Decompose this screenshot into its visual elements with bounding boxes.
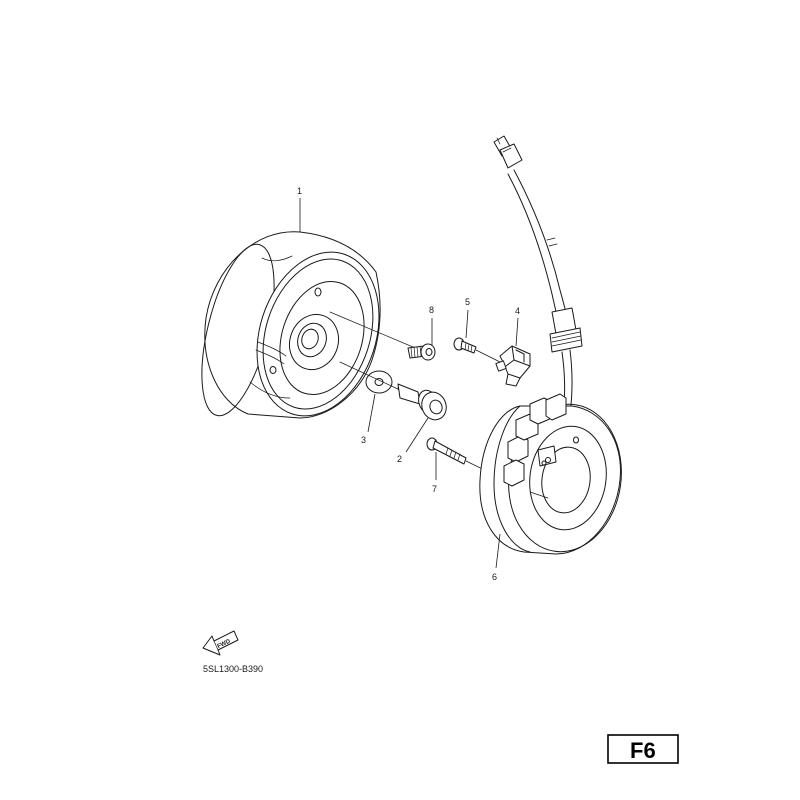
washer xyxy=(365,370,393,394)
flange-bolt xyxy=(339,361,447,421)
stator-assembly xyxy=(479,135,622,555)
diagram-code: 5SL1300-B390 xyxy=(203,664,263,674)
callout-8: 8 xyxy=(429,305,434,315)
callout-7: 7 xyxy=(432,484,437,494)
callout-6: 6 xyxy=(492,572,497,582)
callout-2: 2 xyxy=(397,454,402,464)
fwd-label: FWD xyxy=(217,638,233,650)
callout-3: 3 xyxy=(361,435,366,445)
short-bolt xyxy=(407,343,436,361)
lead-clamp xyxy=(495,345,531,387)
callout-4: 4 xyxy=(515,306,520,316)
callout-5: 5 xyxy=(465,297,470,307)
rotor-flywheel xyxy=(201,231,421,419)
callout-1: 1 xyxy=(297,186,302,196)
fwd-arrow-icon: FWD xyxy=(202,630,239,656)
page-badge-label: F6 xyxy=(630,738,656,763)
small-screw xyxy=(453,337,501,363)
leader-lines xyxy=(299,198,519,569)
page-badge: F6 xyxy=(607,734,679,764)
